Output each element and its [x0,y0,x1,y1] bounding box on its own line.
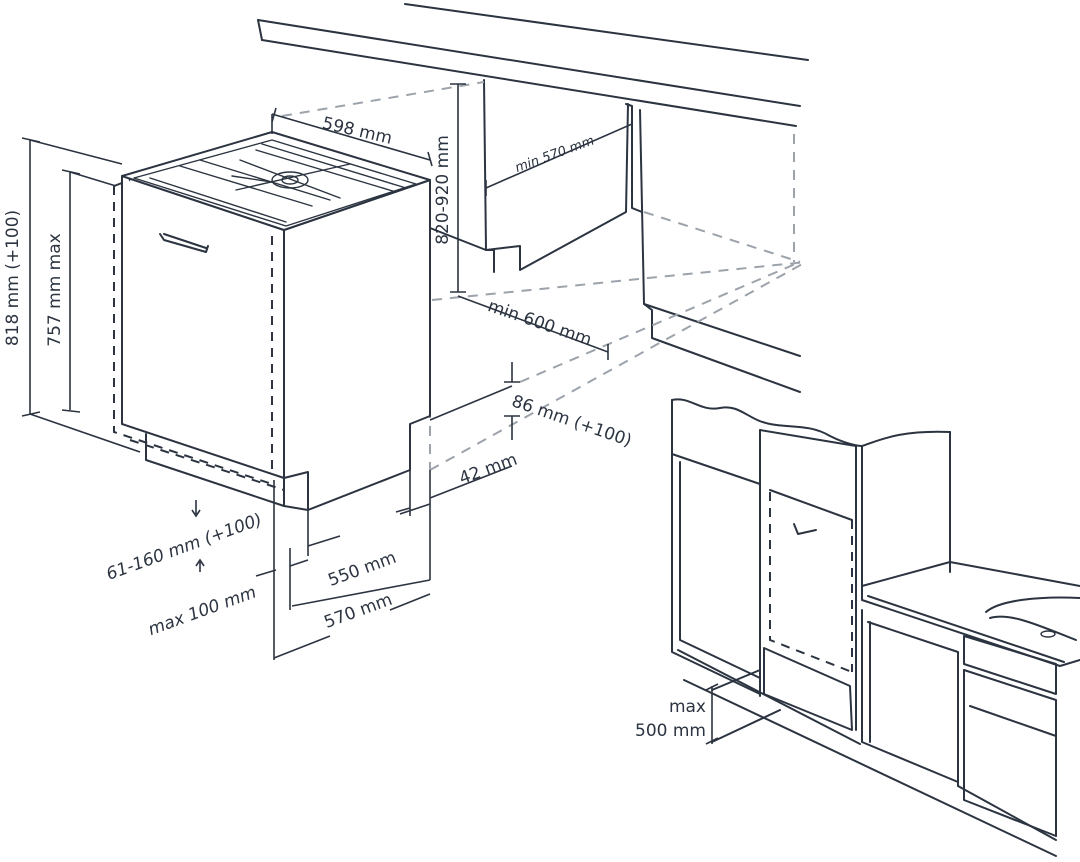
niche-height-dimension: 820-920 mm [433,83,466,293]
drain-icon [1040,630,1056,638]
door-handle-icon [159,233,209,253]
niche-width-label: min 600 mm [485,296,594,350]
plinth-height-dimension: 86 mm (+100) [429,362,634,451]
front-max-label: max 100 mm [146,583,259,641]
door-max-label-line2: 500 mm [635,721,706,741]
plinth-offset-dimension: 42 mm [395,450,520,516]
integrated-handle-icon [793,523,817,535]
width-label: 598 mm [320,113,394,148]
niche-height-label: 820-920 mm [433,135,453,245]
total-height-label: 818 mm (+100) [3,210,23,346]
foot-range-label: 61-160 mm (+100) [104,510,265,585]
countertop-niche [257,3,809,471]
niche-depth-label: min 570 mm [513,133,596,175]
spray-arm-icon [231,159,351,199]
plinth-offset-label: 42 mm [457,450,520,489]
niche-width-dimension: min 600 mm [457,295,609,360]
plinth-height-label: 86 mm (+100) [509,391,634,451]
height-dimensions: 818 mm (+100) 757 mm max [3,137,141,453]
door-max-label-line1: max [669,697,706,717]
kitchen-detail: max 500 mm [635,398,1080,857]
depth-outer-label: 570 mm [322,590,396,633]
niche-depth-dimension: min 570 mm [485,116,633,196]
foot-range-dimension: 61-160 mm (+100) [104,500,265,585]
body-height-label: 757 mm max [45,233,65,346]
depth-inner-dimension: 550 mm [291,503,431,607]
dishwasher [113,131,431,511]
depth-inner-label: 550 mm [326,548,400,591]
